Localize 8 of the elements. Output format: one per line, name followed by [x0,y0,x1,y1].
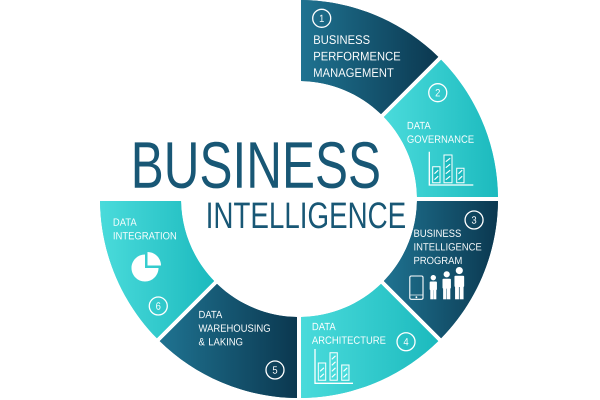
segment-label: DATA GOVERNANCE [407,122,474,143]
title-text: INTELLIGENCE [208,202,405,228]
title-text: BUSINESS [134,142,379,188]
segment-label: BUSINESS PERFORMENCE MANAGEMENT [314,35,400,78]
segment-label: DATA WAREHOUSING & LAKING [198,310,270,346]
segment-label: DATA ARCHITECTURE [312,322,386,344]
segment-label: BUSINESS INTELLIGENCE PROGRAM [414,230,482,264]
segment-label: DATA INTEGRATION [114,218,176,240]
